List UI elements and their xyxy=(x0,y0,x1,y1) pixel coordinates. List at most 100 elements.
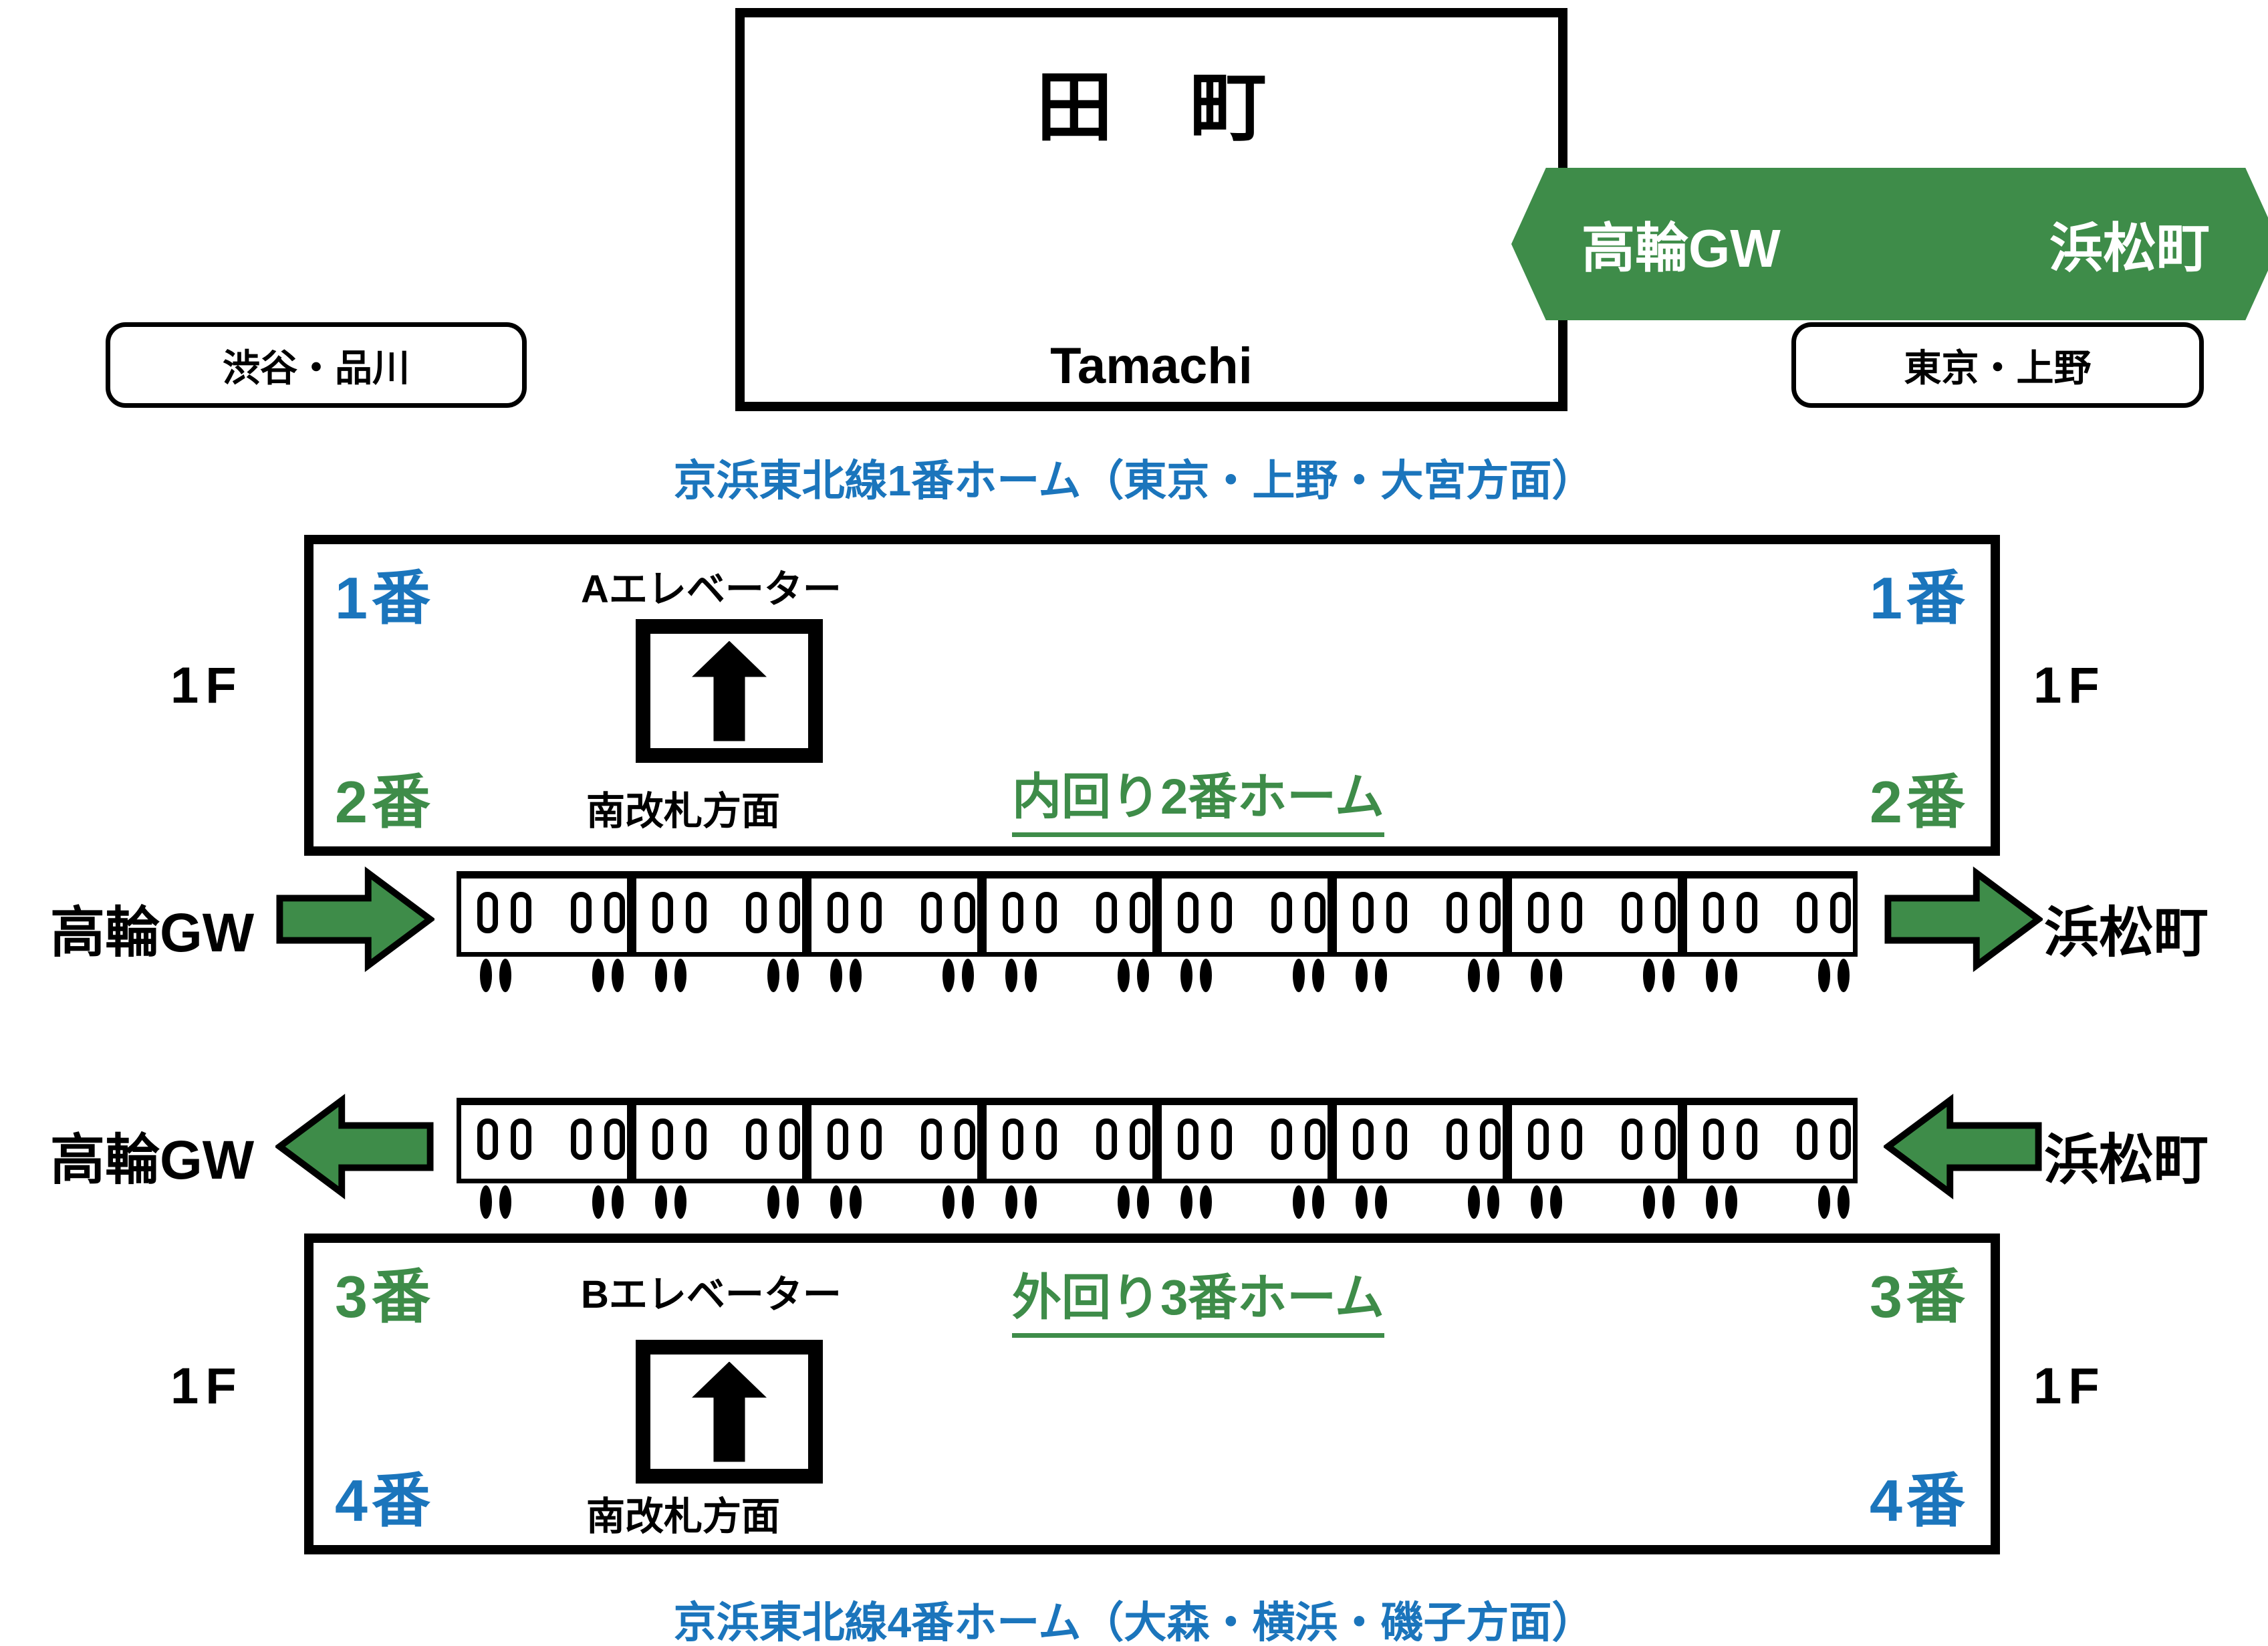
car-wheel xyxy=(1137,959,1149,992)
car-wheel xyxy=(942,1185,955,1219)
car-window xyxy=(828,1119,848,1160)
car-wheel xyxy=(1838,1185,1850,1219)
direction-box-left-label: 渋谷・品川 xyxy=(223,346,410,389)
car-wheel xyxy=(1725,1185,1737,1219)
platform1-caption: 京浜東北線1番ホーム（東京・上野・大宮方面） xyxy=(673,457,1595,505)
car-window xyxy=(1703,1119,1724,1160)
car-window xyxy=(1036,1119,1057,1160)
car-window xyxy=(1797,892,1817,933)
train-car xyxy=(457,871,632,992)
train-car xyxy=(1682,871,1858,992)
train-car xyxy=(807,871,982,992)
car-window xyxy=(604,1119,625,1160)
car-wheel xyxy=(1818,1185,1830,1219)
car-window xyxy=(746,1119,767,1160)
car-window xyxy=(604,892,625,933)
train-row-2 xyxy=(457,1098,1858,1221)
car-wheel xyxy=(850,1185,862,1219)
platform1-floor-right: 1F xyxy=(2033,657,2106,714)
platform1-corner-bottom-left: 2番 xyxy=(335,769,434,835)
train2-left-label: 高輪GW xyxy=(50,1130,255,1191)
car-wheel xyxy=(1137,1185,1149,1219)
left-arrow-icon xyxy=(275,1094,434,1199)
car-window xyxy=(1528,1119,1549,1160)
platform2-corner-top-left: 3番 xyxy=(335,1264,434,1330)
direction-box-right: 東京・上野 xyxy=(1791,322,2204,408)
car-wheel xyxy=(612,959,624,992)
elevator-icon xyxy=(636,1340,823,1484)
car-wheel xyxy=(767,959,779,992)
car-window xyxy=(477,1119,498,1160)
train-car xyxy=(1332,871,1507,992)
car-window xyxy=(779,892,800,933)
train-car xyxy=(1332,1098,1507,1219)
car-window xyxy=(1096,892,1117,933)
car-wheel xyxy=(592,959,604,992)
car-wheel xyxy=(1118,1185,1130,1219)
train-car xyxy=(632,1098,807,1219)
car-wheel xyxy=(1662,959,1674,992)
car-wheel xyxy=(1468,1185,1480,1219)
car-window xyxy=(511,892,531,933)
car-wheel xyxy=(767,1185,779,1219)
car-wheel xyxy=(1375,1185,1387,1219)
car-window xyxy=(1130,892,1150,933)
car-window xyxy=(1178,1119,1199,1160)
platform2-corner-bottom-left: 4番 xyxy=(335,1467,434,1534)
car-wheel xyxy=(1706,959,1718,992)
car-window xyxy=(652,892,673,933)
platform1-corner-top-right: 1番 xyxy=(1870,565,1969,631)
car-window xyxy=(1211,892,1232,933)
car-wheel xyxy=(1312,959,1324,992)
car-window xyxy=(571,1119,592,1160)
car-wheel xyxy=(962,1185,974,1219)
platform1-name: 内回り2番ホーム xyxy=(1012,757,1384,837)
band-left-station: 高輪GW xyxy=(1582,219,1781,278)
car-wheel xyxy=(962,959,974,992)
car-wheel xyxy=(1487,959,1499,992)
car-window xyxy=(1305,892,1326,933)
car-wheel xyxy=(1818,959,1830,992)
car-wheel xyxy=(787,1185,799,1219)
train-car xyxy=(1507,1098,1682,1219)
car-window xyxy=(652,1119,673,1160)
car-window xyxy=(1271,892,1292,933)
right-arrow-icon xyxy=(275,866,434,972)
car-window xyxy=(477,892,498,933)
car-window xyxy=(921,1119,942,1160)
car-window xyxy=(686,892,707,933)
car-wheel xyxy=(480,1185,492,1219)
car-wheel xyxy=(1025,1185,1037,1219)
car-wheel xyxy=(499,1185,511,1219)
line-band: 高輪GW 浜松町 xyxy=(1511,168,2268,320)
car-window xyxy=(861,1119,882,1160)
car-window xyxy=(1211,1119,1232,1160)
car-window xyxy=(1036,892,1057,933)
train-car xyxy=(1157,1098,1332,1219)
car-wheel xyxy=(655,959,667,992)
train-car xyxy=(457,1098,632,1219)
train-car xyxy=(632,871,807,992)
car-wheel xyxy=(1725,959,1737,992)
left-arrow-icon xyxy=(1884,1094,2043,1199)
car-window xyxy=(779,1119,800,1160)
car-wheel xyxy=(1312,1185,1324,1219)
car-wheel xyxy=(1005,1185,1017,1219)
car-wheel xyxy=(1643,1185,1655,1219)
car-window xyxy=(1561,1119,1582,1160)
car-window xyxy=(1703,892,1724,933)
car-wheel xyxy=(1180,1185,1192,1219)
right-arrow-icon xyxy=(1884,866,2043,972)
car-wheel xyxy=(787,959,799,992)
station-title-en: Tamachi xyxy=(1050,338,1253,394)
car-window xyxy=(1130,1119,1150,1160)
car-wheel xyxy=(942,959,955,992)
platform1-floor-left: 1F xyxy=(170,657,243,714)
car-wheel xyxy=(655,1185,667,1219)
car-window xyxy=(1737,1119,1757,1160)
car-wheel xyxy=(1706,1185,1718,1219)
car-wheel xyxy=(1356,959,1368,992)
train-car xyxy=(1157,871,1332,992)
car-window xyxy=(1096,1119,1117,1160)
car-wheel xyxy=(1531,1185,1543,1219)
